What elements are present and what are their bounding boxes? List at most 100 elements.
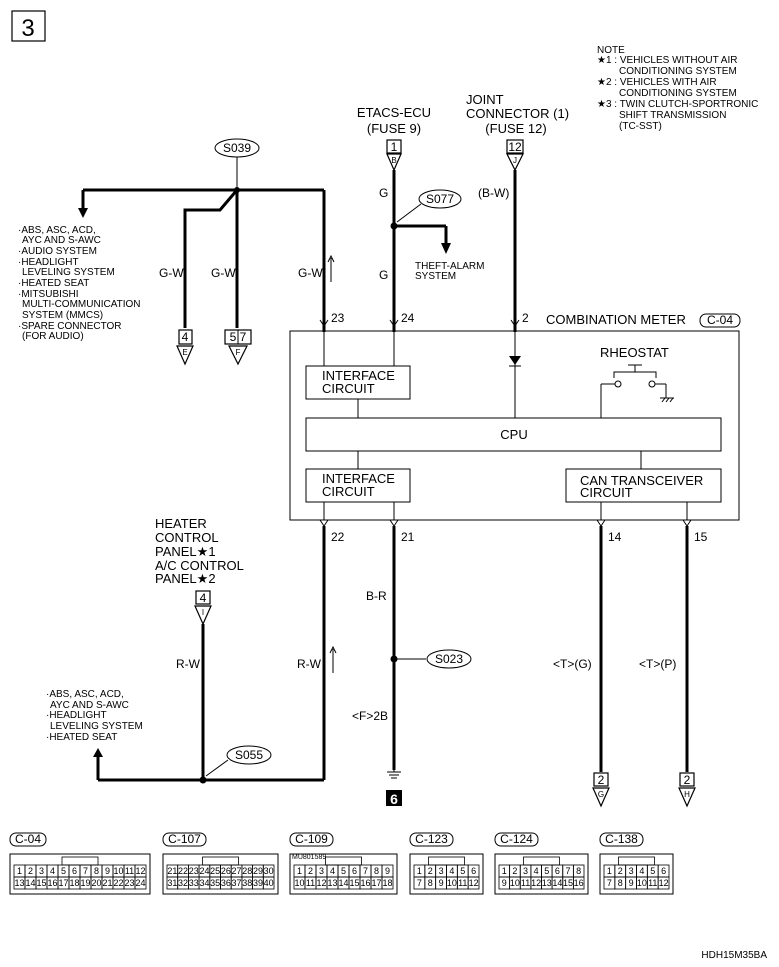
connector-pin-label: 14 — [338, 878, 348, 888]
pin-15: 15 — [694, 530, 708, 544]
connector-pin-label: 34 — [199, 878, 209, 888]
connector-view-label: C-138 — [605, 832, 638, 846]
connector-pin-label: 16 — [574, 878, 584, 888]
connector-pin-label: 13 — [542, 878, 552, 888]
wire-bw: (B-W) — [478, 186, 509, 200]
wire-f2b: <F>2B — [352, 709, 388, 723]
left-system-6: ·HEATED SEAT — [18, 278, 89, 289]
connector-h-label: H — [684, 790, 690, 799]
note-line-1: ★1 : VEHICLES WITHOUT AIR — [597, 55, 737, 66]
connector-pin-label: 2 — [428, 866, 433, 876]
connector-pin-label: 18 — [69, 878, 79, 888]
connector-pin-label: 22 — [113, 878, 123, 888]
left-system-7: ·MITSUBISHI — [18, 289, 79, 300]
note-line-2: CONDITIONING SYSTEM — [619, 66, 737, 77]
connector-pin-label: 2 — [512, 866, 517, 876]
heater-conn: I — [202, 608, 204, 617]
connector-pin-label: 4 — [50, 866, 55, 876]
connector-pin-label: 7 — [83, 866, 88, 876]
left-system-2: AYC AND S-AWC — [22, 235, 101, 246]
connector-pin-label: 5 — [341, 866, 346, 876]
connector-pin-label: 4 — [639, 866, 644, 876]
connector-pin-label: 2 — [28, 866, 33, 876]
connector-pin-label: 11 — [306, 878, 315, 888]
heater-line3: PANEL★1 — [155, 544, 216, 559]
note-line-5: ★3 : TWIN CLUTCH-SPORTRONIC — [597, 99, 758, 110]
connector-pin-label: 11 — [125, 866, 134, 876]
wire-rw-1: R-W — [176, 657, 201, 671]
lower-system-1: ·ABS, ASC, ACD, — [46, 689, 124, 700]
connector-pin-label: 6 — [471, 866, 476, 876]
connector-pin-label: 6 — [72, 866, 77, 876]
meter-title: COMBINATION METER — [546, 312, 686, 327]
interface1-line1: INTERFACE — [322, 368, 395, 383]
connector-pin-label: 32 — [178, 878, 188, 888]
connector-e-label: E — [182, 348, 187, 357]
heater-control-panel: HEATER CONTROL PANEL★1 A/C CONTROL PANEL… — [155, 516, 244, 626]
connector-pin-label: 8 — [576, 866, 581, 876]
connector-pin-label: 15 — [563, 878, 573, 888]
note-line-3: ★2 : VEHICLES WITH AIR — [597, 77, 717, 88]
left-system-8: MULTI-COMMUNICATION — [22, 299, 141, 310]
connector-pin-label: 4 — [449, 866, 454, 876]
connector-pin-label: 12 — [135, 866, 145, 876]
connector-pin-label: 5 — [460, 866, 465, 876]
connector-pin-label: 10 — [113, 866, 123, 876]
connector-view-label: C-123 — [415, 832, 448, 846]
etacs-ecu-source: ETACS-ECU (FUSE 9) 1 B — [357, 105, 431, 172]
joint-connector-source: JOINT CONNECTOR (1) (FUSE 12) 12 J — [466, 92, 569, 172]
connector-pin-label: 35 — [210, 878, 220, 888]
lower-system-2: AYC AND S-AWC — [50, 700, 129, 711]
connector-pin-label: 29 — [253, 866, 263, 876]
connector-pin-label: 1 — [607, 866, 612, 876]
connector-pin-label: 13 — [327, 878, 337, 888]
heater-pin: 4 — [200, 591, 207, 605]
connector-pin-label: 9 — [105, 866, 110, 876]
connector-pin-label: 3 — [439, 866, 444, 876]
connector-pin-label: 16 — [47, 878, 57, 888]
heater-line5: PANEL★2 — [155, 571, 216, 586]
pin-21: 21 — [401, 530, 415, 544]
meter-conn: C-04 — [707, 313, 733, 327]
connector-pin-label: 12 — [659, 878, 669, 888]
connector-pin-label: 19 — [80, 878, 90, 888]
interface2-line1: INTERFACE — [322, 471, 395, 486]
left-system-10: ·SPARE CONNECTOR — [18, 321, 122, 332]
heater-line4: A/C CONTROL — [155, 558, 244, 573]
pin-2: 2 — [522, 311, 529, 325]
etacs-conn: B — [391, 156, 396, 165]
connector-pin-label: 31 — [167, 878, 177, 888]
connector-pin-label: 17 — [58, 878, 68, 888]
connector-pin-label: 15 — [349, 878, 359, 888]
note-block: NOTE ★1 : VEHICLES WITHOUT AIR CONDITION… — [597, 45, 758, 132]
connector-pin-label: 10 — [637, 878, 647, 888]
connector-pin-label: 21 — [102, 878, 112, 888]
connector-pin-label: 10 — [447, 878, 457, 888]
connector-e-pin: 4 — [182, 330, 189, 344]
left-systems-list: ·ABS, ASC, ACD, AYC AND S-AWC ·AUDIO SYS… — [18, 225, 141, 342]
connector-pin-label: 8 — [428, 878, 433, 888]
connector-f-pins: 5 7 — [230, 330, 247, 344]
connector-pin-label: 26 — [221, 866, 231, 876]
note-line-4: CONDITIONING SYSTEM — [619, 88, 737, 99]
lower-system-3: ·HEADLIGHT — [46, 710, 107, 721]
pin-24: 24 — [401, 311, 415, 325]
note-line-7: (TC-SST) — [619, 121, 662, 132]
connector-pin-label: 6 — [661, 866, 666, 876]
connector-pin-label: 39 — [253, 878, 263, 888]
connector-pin-label: 9 — [502, 878, 507, 888]
left-system-9: SYSTEM (MMCS) — [22, 310, 103, 321]
connector-h-pin: 2 — [684, 773, 691, 787]
wire-tg: <T>(G) — [553, 657, 592, 671]
connector-pin-label: 13 — [14, 878, 24, 888]
connector-f: 5 7 F — [224, 329, 252, 366]
connector-pin-label: 9 — [385, 866, 390, 876]
connector-pin-label: 30 — [264, 866, 274, 876]
connector-pin-label: 8 — [618, 878, 623, 888]
connector-pin-label: 40 — [264, 878, 274, 888]
